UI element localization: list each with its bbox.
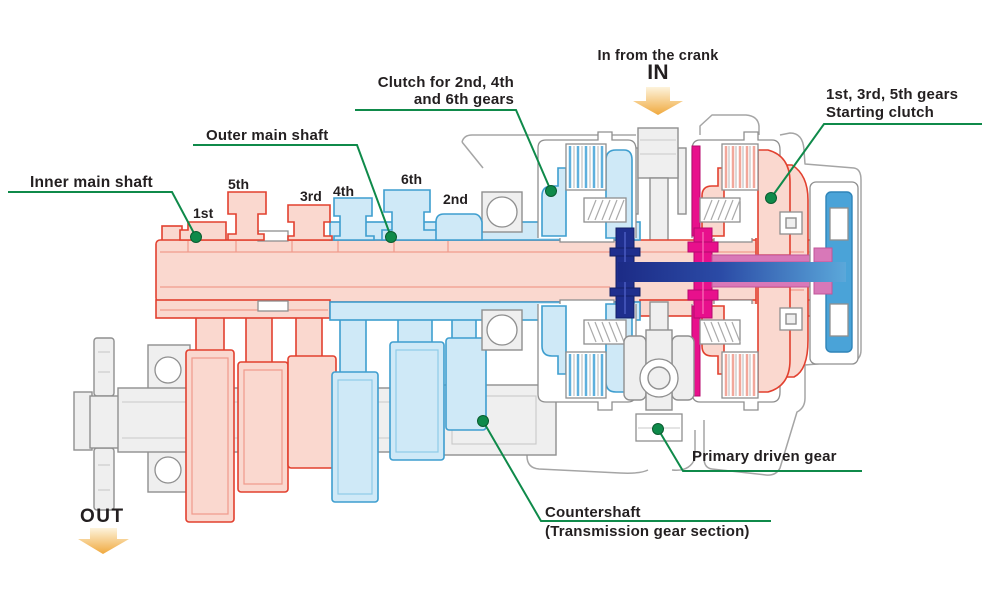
- leader-lines: [8, 109, 982, 522]
- gear-label-4th: 4th: [333, 183, 354, 199]
- primary-driven-gear: [623, 301, 695, 442]
- label-clutch-even-gears: Clutch for 2nd, 4th and 6th gears: [352, 74, 514, 108]
- inner-shaft-core: [618, 262, 846, 282]
- label-inner-main-shaft: Inner main shaft: [30, 174, 153, 191]
- label-starting-clutch-line2: Starting clutch: [826, 104, 935, 121]
- label-in: IN: [647, 61, 669, 84]
- label-clutch-even-line2: and 6th gears: [413, 91, 514, 108]
- label-countershaft: Countershaft (Transmission gear section): [545, 503, 750, 541]
- label-in-from-the-crank: In from the crank: [597, 48, 719, 64]
- clutch-damper: [618, 181, 859, 365]
- in-arrow: [633, 87, 683, 115]
- label-starting-clutch-line1: 1st, 3rd, 5th gears: [826, 86, 959, 103]
- clutch-even-gears: [537, 131, 637, 239]
- label-clutch-even-line1: Clutch for 2nd, 4th: [377, 74, 514, 91]
- label-countershaft-line1: Countershaft: [545, 504, 641, 521]
- label-out: OUT: [80, 506, 125, 527]
- clutch-section-upper: [257, 131, 803, 256]
- countershaft-gears-odd: [185, 315, 337, 523]
- gear-label-1st: 1st: [193, 205, 214, 221]
- countershaft-gears-even: [331, 315, 487, 503]
- clutch-odd-gears: [691, 131, 803, 256]
- gear-label-6th: 6th: [401, 171, 422, 187]
- gear-label-3rd: 3rd: [300, 188, 322, 204]
- label-countershaft-line2: (Transmission gear section): [545, 523, 750, 540]
- label-primary-driven-gear: Primary driven gear: [692, 448, 837, 465]
- gear-label-5th: 5th: [228, 176, 249, 192]
- gear-label-2nd: 2nd: [443, 191, 468, 207]
- label-outer-main-shaft: Outer main shaft: [206, 127, 329, 144]
- out-arrow: [78, 528, 129, 554]
- label-starting-clutch: 1st, 3rd, 5th gears Starting clutch: [826, 86, 958, 122]
